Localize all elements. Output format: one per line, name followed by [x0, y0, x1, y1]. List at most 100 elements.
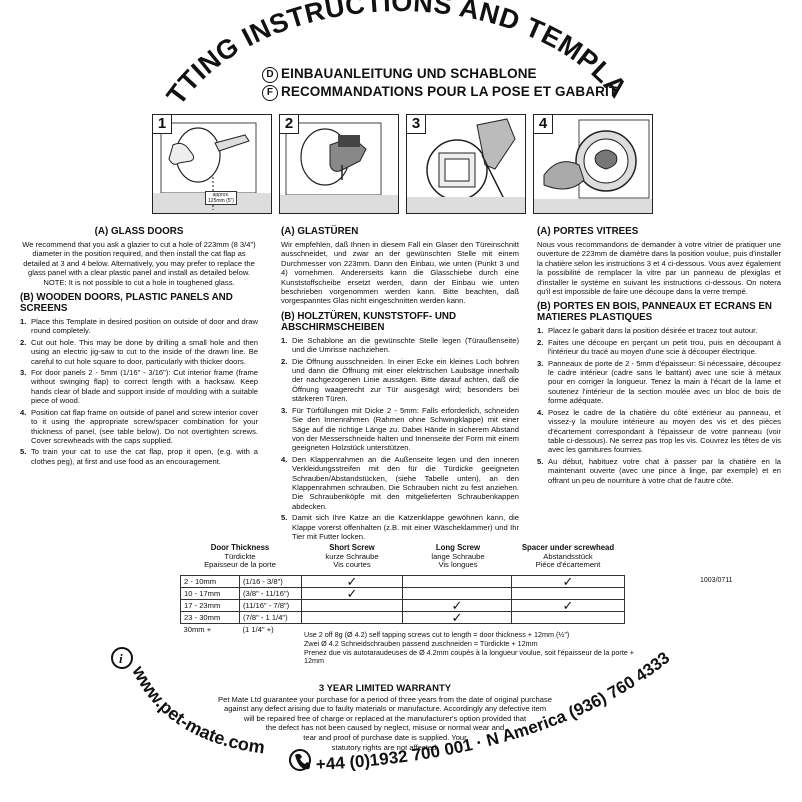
en-item-text: Cut out hole. This may be done by drilli… [31, 337, 258, 366]
step-number-2: 2 [280, 115, 299, 134]
de-item-number: 3. [281, 405, 288, 415]
de-item-text: Für Türfüllungen mit Dicke 2 - 5mm: Fall… [292, 405, 519, 453]
en-item-number: 1. [20, 317, 27, 327]
subtitle-de-text: EINBAUANLEITUNG UND SCHABLONE [281, 66, 537, 81]
phone-arc: +44 (0)1932 700 001 · N America (936) 76… [289, 648, 673, 774]
english-column: (A) GLASS DOORS We recommend that you as… [20, 224, 258, 468]
reference-code: 1003/0711 [700, 577, 733, 584]
step-panel-1: 1 approx. 125mm (5") [152, 114, 272, 214]
badge-f: F [262, 85, 278, 101]
fr-a-title: (A) PORTES VITREES [537, 226, 639, 237]
en-item-2: 2.Cut out hole. This may be done by dril… [20, 338, 258, 366]
fr-item-text: Posez le cadre de la chatière du côté ex… [548, 407, 781, 455]
row-mm: 10 - 17mm [180, 587, 240, 600]
header-short-de: kurze Schraube [325, 551, 379, 561]
de-item-text: Den Klappenrahmen an die Außenseite lege… [292, 454, 519, 511]
approx-note: approx. 125mm (5") [205, 191, 237, 205]
website-arc: i www.pet-mate.com [111, 647, 266, 757]
phone-separator: · [470, 732, 489, 754]
row-mm: 2 - 10mm [180, 575, 240, 588]
de-item-number: 4. [281, 454, 288, 464]
en-item-3: 3.For door panels 2 - 5mm (1/16" - 3/16"… [20, 368, 258, 406]
header-thickness-en: Door Thickness [210, 543, 270, 552]
de-item-number: 5. [281, 513, 288, 523]
step-panel-2: 2 [279, 114, 399, 214]
en-a-title: (A) GLASS DOORS [94, 226, 184, 237]
fr-item-number: 1. [537, 326, 544, 336]
fr-item-text: Panneaux de porte de 2 - 5mm d'épaisseur… [548, 358, 781, 406]
en-item-5: 5.To train your cat to use the cat flap,… [20, 447, 258, 466]
fr-item-3: 3. Panneaux de porte de 2 - 5mm d'épaisse… [537, 359, 781, 406]
en-item-text: Place this Template in desired position … [31, 317, 258, 336]
phone-north-america[interactable]: N America (936) 760 4333 [484, 648, 673, 750]
warranty-line: tear and proof of purchase date is suppl… [303, 732, 467, 742]
en-a-text: We recommend that you ask a glazier to c… [22, 240, 256, 287]
warranty-line: will be repaired free of charge or repla… [243, 713, 527, 723]
header-spacer-fr: Pièce d'écartement [535, 560, 601, 570]
warranty-line: against any defect arising due to faulty… [223, 704, 547, 714]
header-spacer-de: Abstandsstück [543, 551, 593, 561]
warranty-title: 3 YEAR LIMITED WARRANTY [318, 683, 452, 694]
fr-b-title: (B) PORTES EN BOIS, PANNEAUX ET ECRANS E… [537, 301, 772, 324]
table-row: 23 - 30mm (7/8" - 1 1/4") ✓ [180, 611, 625, 624]
de-a-title: (A) GLASTÜREN [281, 226, 359, 237]
screw-note-fr: Prenez due vis autotaraudeuses de Ø 4.2m… [304, 647, 635, 666]
warranty-block: 3 YEAR LIMITED WARRANTY Pet Mate Ltd gua… [215, 684, 555, 752]
fr-item-text: Faites une découpe en perçant un petit t… [548, 337, 781, 357]
fr-item-2: 2.Faites une découpe en perçant un petit… [537, 338, 781, 357]
screw-note-de: Zwei Ø 4.2 Schneidschrauben passend zusc… [304, 638, 538, 648]
row-inch: (1 1/4" +) [242, 625, 274, 634]
header-short-en: Short Screw [329, 543, 375, 552]
de-item-1: 1.Die Schablone an die gewünschte Stelle… [281, 336, 519, 355]
subtitle-fr-text: RECOMMANDATIONS POUR LA POSE ET GABARIT [281, 84, 618, 99]
table-row: 2 - 10mm (1/16 - 3/8") ✓ ✓ [180, 575, 625, 588]
row-mm: 30mm + [183, 625, 212, 634]
table-row: 10 - 17mm (3/8" - 11/16") ✓ [180, 587, 625, 600]
de-item-text: Die Öffnung ausschneiden. In einer Ecke … [292, 356, 519, 404]
row-inch: (3/8" - 11/16") [239, 587, 302, 600]
screw-note-en: Use 2 off 8g (Ø 4.2) self tapping screws… [304, 630, 570, 639]
row-short [301, 599, 403, 612]
step-number-4: 4 [534, 115, 553, 134]
row-spacer: ✓ [511, 599, 625, 612]
de-b-title: (B) HOLZTÜREN, KUNSTSTOFF- UND ABSCHIRMS… [281, 310, 457, 333]
step-2-illustration [280, 122, 398, 213]
header-thickness-fr: Epaisseur de la porte [204, 560, 276, 570]
de-item-text: Die Schablone an die gewünschte Stelle l… [292, 335, 519, 355]
german-column: (A) GLASTÜREN Wir empfehlen, daß Ihnen i… [281, 224, 519, 543]
warranty-line: the defect has not been caused by neglec… [265, 723, 505, 733]
step-number-1: 1 [153, 115, 172, 134]
de-item-5: 5.Damit sich Ihre Katze an die Katzenkla… [281, 513, 519, 541]
phone-icon [289, 749, 311, 771]
header-long-de: lange Schraube [431, 551, 485, 561]
de-item-3: 3. Für Türfüllungen mit Dicke 2 - 5mm: Fa… [281, 406, 519, 453]
header-short-fr: Vis courtes [333, 560, 371, 570]
step-3-illustration [407, 118, 525, 213]
phone-uk[interactable]: +44 (0)1932 700 001 [315, 735, 474, 774]
step-panel-4: 4 [533, 114, 653, 214]
row-inch: (7/8" - 1 1/4") [239, 611, 302, 624]
de-a-text: Wir empfehlen, daß Ihnen in diesem Fall … [281, 240, 519, 306]
fr-item-number: 3. [537, 358, 544, 368]
header-long-fr: Vis longues [438, 560, 478, 570]
french-column: (A) PORTES VITREES Nous vous recommandon… [537, 224, 781, 487]
fr-item-4: 4.Posez le cadre de la chatière du côté … [537, 408, 781, 455]
warranty-line: statutory rights are not affected. [331, 742, 439, 752]
row-mm: 23 - 30mm [180, 611, 240, 624]
en-item-text: Position cat flap frame on outside of pa… [31, 407, 258, 445]
screw-note: Use 2 off 8g (Ø 4.2) self tapping screws… [304, 630, 635, 666]
header-long-en: Long Screw [435, 543, 481, 552]
step-panel-3: 3 [406, 114, 526, 214]
de-item-4: 4. Den Klappenrahmen an die Außenseite le… [281, 455, 519, 511]
row-short [301, 611, 403, 624]
fr-item-number: 5. [537, 456, 544, 466]
en-item-4: 4. Position cat flap frame on outside of … [20, 408, 258, 446]
badge-d: D [262, 67, 278, 83]
svg-text:+44 (0)1932 700 001 · N Americ: +44 (0)1932 700 001 · N America (936) 76… [315, 648, 673, 774]
en-item-number: 3. [20, 368, 27, 378]
en-item-number: 4. [20, 407, 27, 417]
